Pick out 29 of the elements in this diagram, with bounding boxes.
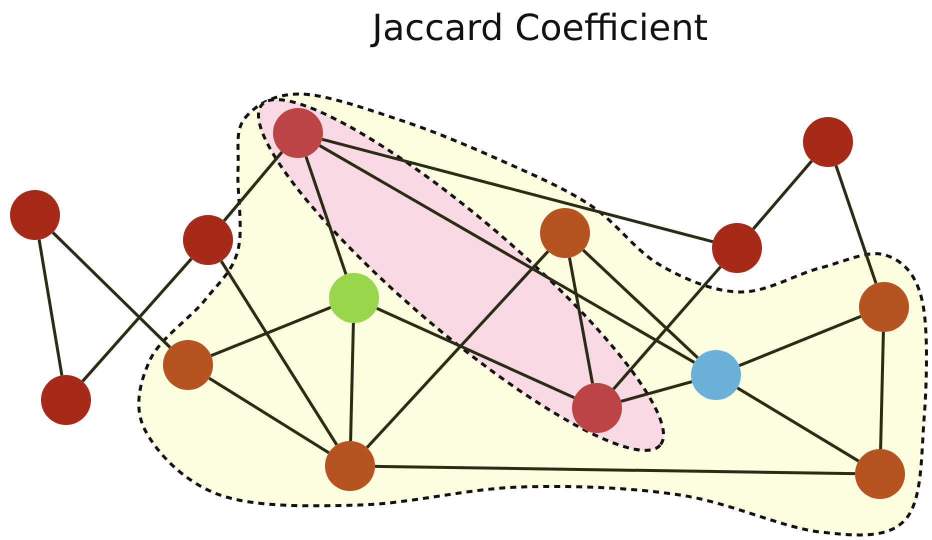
graph-node-circle — [183, 215, 233, 265]
edge-line — [752, 160, 813, 230]
edge-line — [81, 258, 193, 382]
edge-line — [318, 144, 696, 364]
edge-line — [210, 306, 332, 358]
edge-line — [38, 239, 64, 376]
edge-line — [879, 332, 885, 450]
diagram-title: Jaccard Coefficient — [369, 8, 709, 49]
edge-line — [52, 231, 172, 349]
edge-line — [834, 165, 878, 284]
edge-line — [366, 250, 550, 449]
edge-line — [582, 249, 699, 359]
edge-line — [208, 376, 330, 454]
graph-node-circle — [41, 375, 91, 425]
edge-line — [374, 464, 856, 476]
graph-node-circle — [803, 117, 853, 167]
edge-line — [738, 315, 862, 367]
edge-line — [620, 380, 692, 403]
edge-line — [304, 156, 348, 275]
edge-line — [736, 386, 860, 462]
edge-line — [349, 322, 355, 442]
edge-line — [220, 260, 338, 446]
edge-line — [322, 138, 714, 244]
edge-line — [376, 306, 575, 400]
graph-node-circle — [712, 223, 762, 273]
edge-line — [612, 266, 722, 390]
edge-line — [222, 151, 284, 222]
edge-line — [568, 257, 594, 384]
graph-node-circle — [10, 190, 60, 240]
